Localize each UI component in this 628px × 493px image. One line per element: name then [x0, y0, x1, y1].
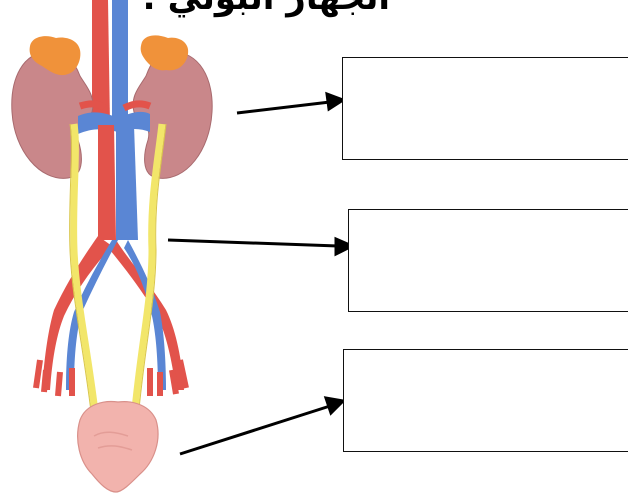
answer-box-ureter[interactable] [348, 209, 628, 312]
answer-box-bladder[interactable] [343, 349, 628, 452]
ureter-pointer-line [168, 240, 338, 246]
aorta-lower [98, 125, 116, 240]
kidney-pointer-line [237, 102, 330, 113]
right-adrenal-gland [141, 35, 189, 70]
bladder-pointer-line [180, 406, 330, 454]
vena-cava-lower [116, 125, 138, 240]
bladder-arrowhead [326, 398, 343, 413]
answer-box-kidney[interactable] [342, 57, 628, 160]
kidney-arrowhead [327, 94, 343, 109]
